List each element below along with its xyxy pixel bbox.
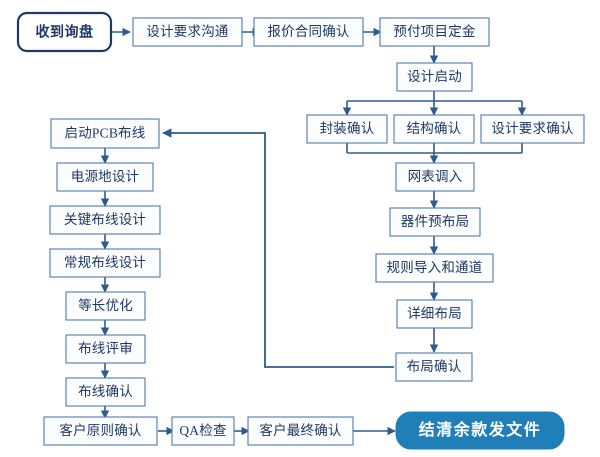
node-preplacement-shape[interactable] [389, 207, 481, 237]
node-start[interactable]: 收到询盘 [16, 11, 113, 53]
node-quote-contract[interactable]: 报价合同确认 [253, 17, 364, 47]
node-critical-routing[interactable]: 关键布线设计 [49, 205, 161, 235]
node-layout-conf[interactable]: 布局确认 [395, 352, 473, 382]
node-power-ground-label: 电源地设计 [71, 169, 140, 184]
node-normal-routing-shape[interactable] [49, 248, 161, 278]
node-design-req-comm[interactable]: 设计要求沟通 [132, 17, 243, 47]
node-prepay-deposit[interactable]: 预付项目定金 [379, 17, 490, 47]
node-detail-layout-shape[interactable] [396, 299, 473, 329]
node-customer-principle-conf[interactable]: 客户原则确认 [43, 416, 158, 446]
node-design-req-comm-label: 设计要求沟通 [146, 24, 228, 39]
node-normal-routing-label: 常规布线设计 [64, 255, 146, 270]
node-preplacement[interactable]: 器件预布局 [389, 207, 481, 237]
node-critical-routing-label: 关键布线设计 [64, 212, 146, 227]
node-routing-conf-label: 布线确认 [78, 384, 133, 399]
node-start-shape[interactable] [16, 11, 113, 53]
node-routing-conf-shape[interactable] [65, 377, 146, 407]
node-design-req-conf-shape[interactable] [480, 114, 585, 144]
node-netlist-import[interactable]: 网表调入 [395, 162, 475, 192]
node-normal-routing[interactable]: 常规布线设计 [49, 248, 161, 278]
node-design-req-conf-label: 设计要求确认 [491, 121, 573, 136]
node-layout-conf-label: 布局确认 [407, 359, 462, 374]
node-start-pcb-routing-label: 启动PCB布线 [65, 126, 146, 141]
node-prepay-deposit-shape[interactable] [379, 17, 490, 47]
node-critical-routing-shape[interactable] [49, 205, 161, 235]
node-qa-check-label: QA检查 [179, 423, 227, 438]
node-layout-conf-shape[interactable] [395, 352, 473, 382]
node-customer-principle-conf-label: 客户原则确认 [59, 422, 141, 438]
node-detail-layout-label: 详细布局 [407, 306, 462, 321]
node-design-kickoff-label: 设计启动 [407, 69, 462, 84]
node-end-shape[interactable] [395, 411, 565, 450]
node-rules-channel[interactable]: 规则导入和通道 [375, 253, 494, 283]
node-design-req-comm-shape[interactable] [132, 17, 243, 47]
node-start-pcb-routing-shape[interactable] [50, 118, 160, 149]
node-length-tuning-label: 等长优化 [78, 297, 133, 313]
node-design-kickoff[interactable]: 设计启动 [396, 62, 473, 92]
node-power-ground[interactable]: 电源地设计 [56, 162, 154, 192]
edge-layer [100, 27, 527, 436]
node-routing-review[interactable]: 布线评审 [65, 334, 146, 364]
node-customer-final-conf[interactable]: 客户最终确认 [247, 416, 354, 446]
node-rules-channel-shape[interactable] [375, 253, 494, 283]
edge-layout-conf-to-start-pcb-routing [162, 128, 394, 368]
node-design-kickoff-shape[interactable] [396, 62, 473, 92]
node-netlist-import-label: 网表调入 [408, 169, 463, 184]
node-netlist-import-shape[interactable] [395, 162, 475, 192]
node-qa-check[interactable]: QA检查 [171, 416, 235, 446]
node-detail-layout[interactable]: 详细布局 [396, 299, 473, 329]
node-structure-conf-label: 结构确认 [407, 121, 462, 136]
node-routing-review-shape[interactable] [65, 334, 146, 364]
node-footprint-conf-label: 封装确认 [320, 121, 375, 136]
node-customer-principle-conf-shape[interactable] [43, 416, 158, 446]
node-end-label: 结清余款发文件 [418, 420, 542, 439]
node-customer-final-conf-shape[interactable] [247, 416, 354, 446]
node-power-ground-shape[interactable] [56, 162, 154, 192]
node-design-req-conf[interactable]: 设计要求确认 [480, 114, 585, 144]
node-customer-final-conf-label: 客户最终确认 [259, 422, 341, 438]
node-structure-conf-shape[interactable] [393, 114, 475, 144]
node-routing-conf[interactable]: 布线确认 [65, 377, 146, 407]
node-start-label: 收到询盘 [36, 24, 94, 40]
node-qa-check-shape[interactable] [171, 416, 235, 446]
node-footprint-conf-shape[interactable] [306, 114, 388, 144]
node-start-pcb-routing[interactable]: 启动PCB布线 [50, 118, 160, 149]
node-end[interactable]: 结清余款发文件 [395, 411, 565, 450]
node-prepay-deposit-label: 预付项目定金 [393, 24, 475, 39]
node-length-tuning-shape[interactable] [65, 291, 146, 321]
node-rules-channel-label: 规则导入和通道 [387, 260, 483, 275]
node-footprint-conf[interactable]: 封装确认 [306, 114, 388, 144]
node-preplacement-label: 器件预布局 [401, 214, 470, 229]
node-quote-contract-label: 报价合同确认 [267, 24, 349, 39]
edge-kickoff-branch-bus [347, 91, 522, 102]
node-structure-conf[interactable]: 结构确认 [393, 114, 475, 144]
node-quote-contract-shape[interactable] [253, 17, 364, 47]
node-routing-review-label: 布线评审 [78, 341, 133, 356]
node-length-tuning[interactable]: 等长优化 [65, 291, 146, 321]
